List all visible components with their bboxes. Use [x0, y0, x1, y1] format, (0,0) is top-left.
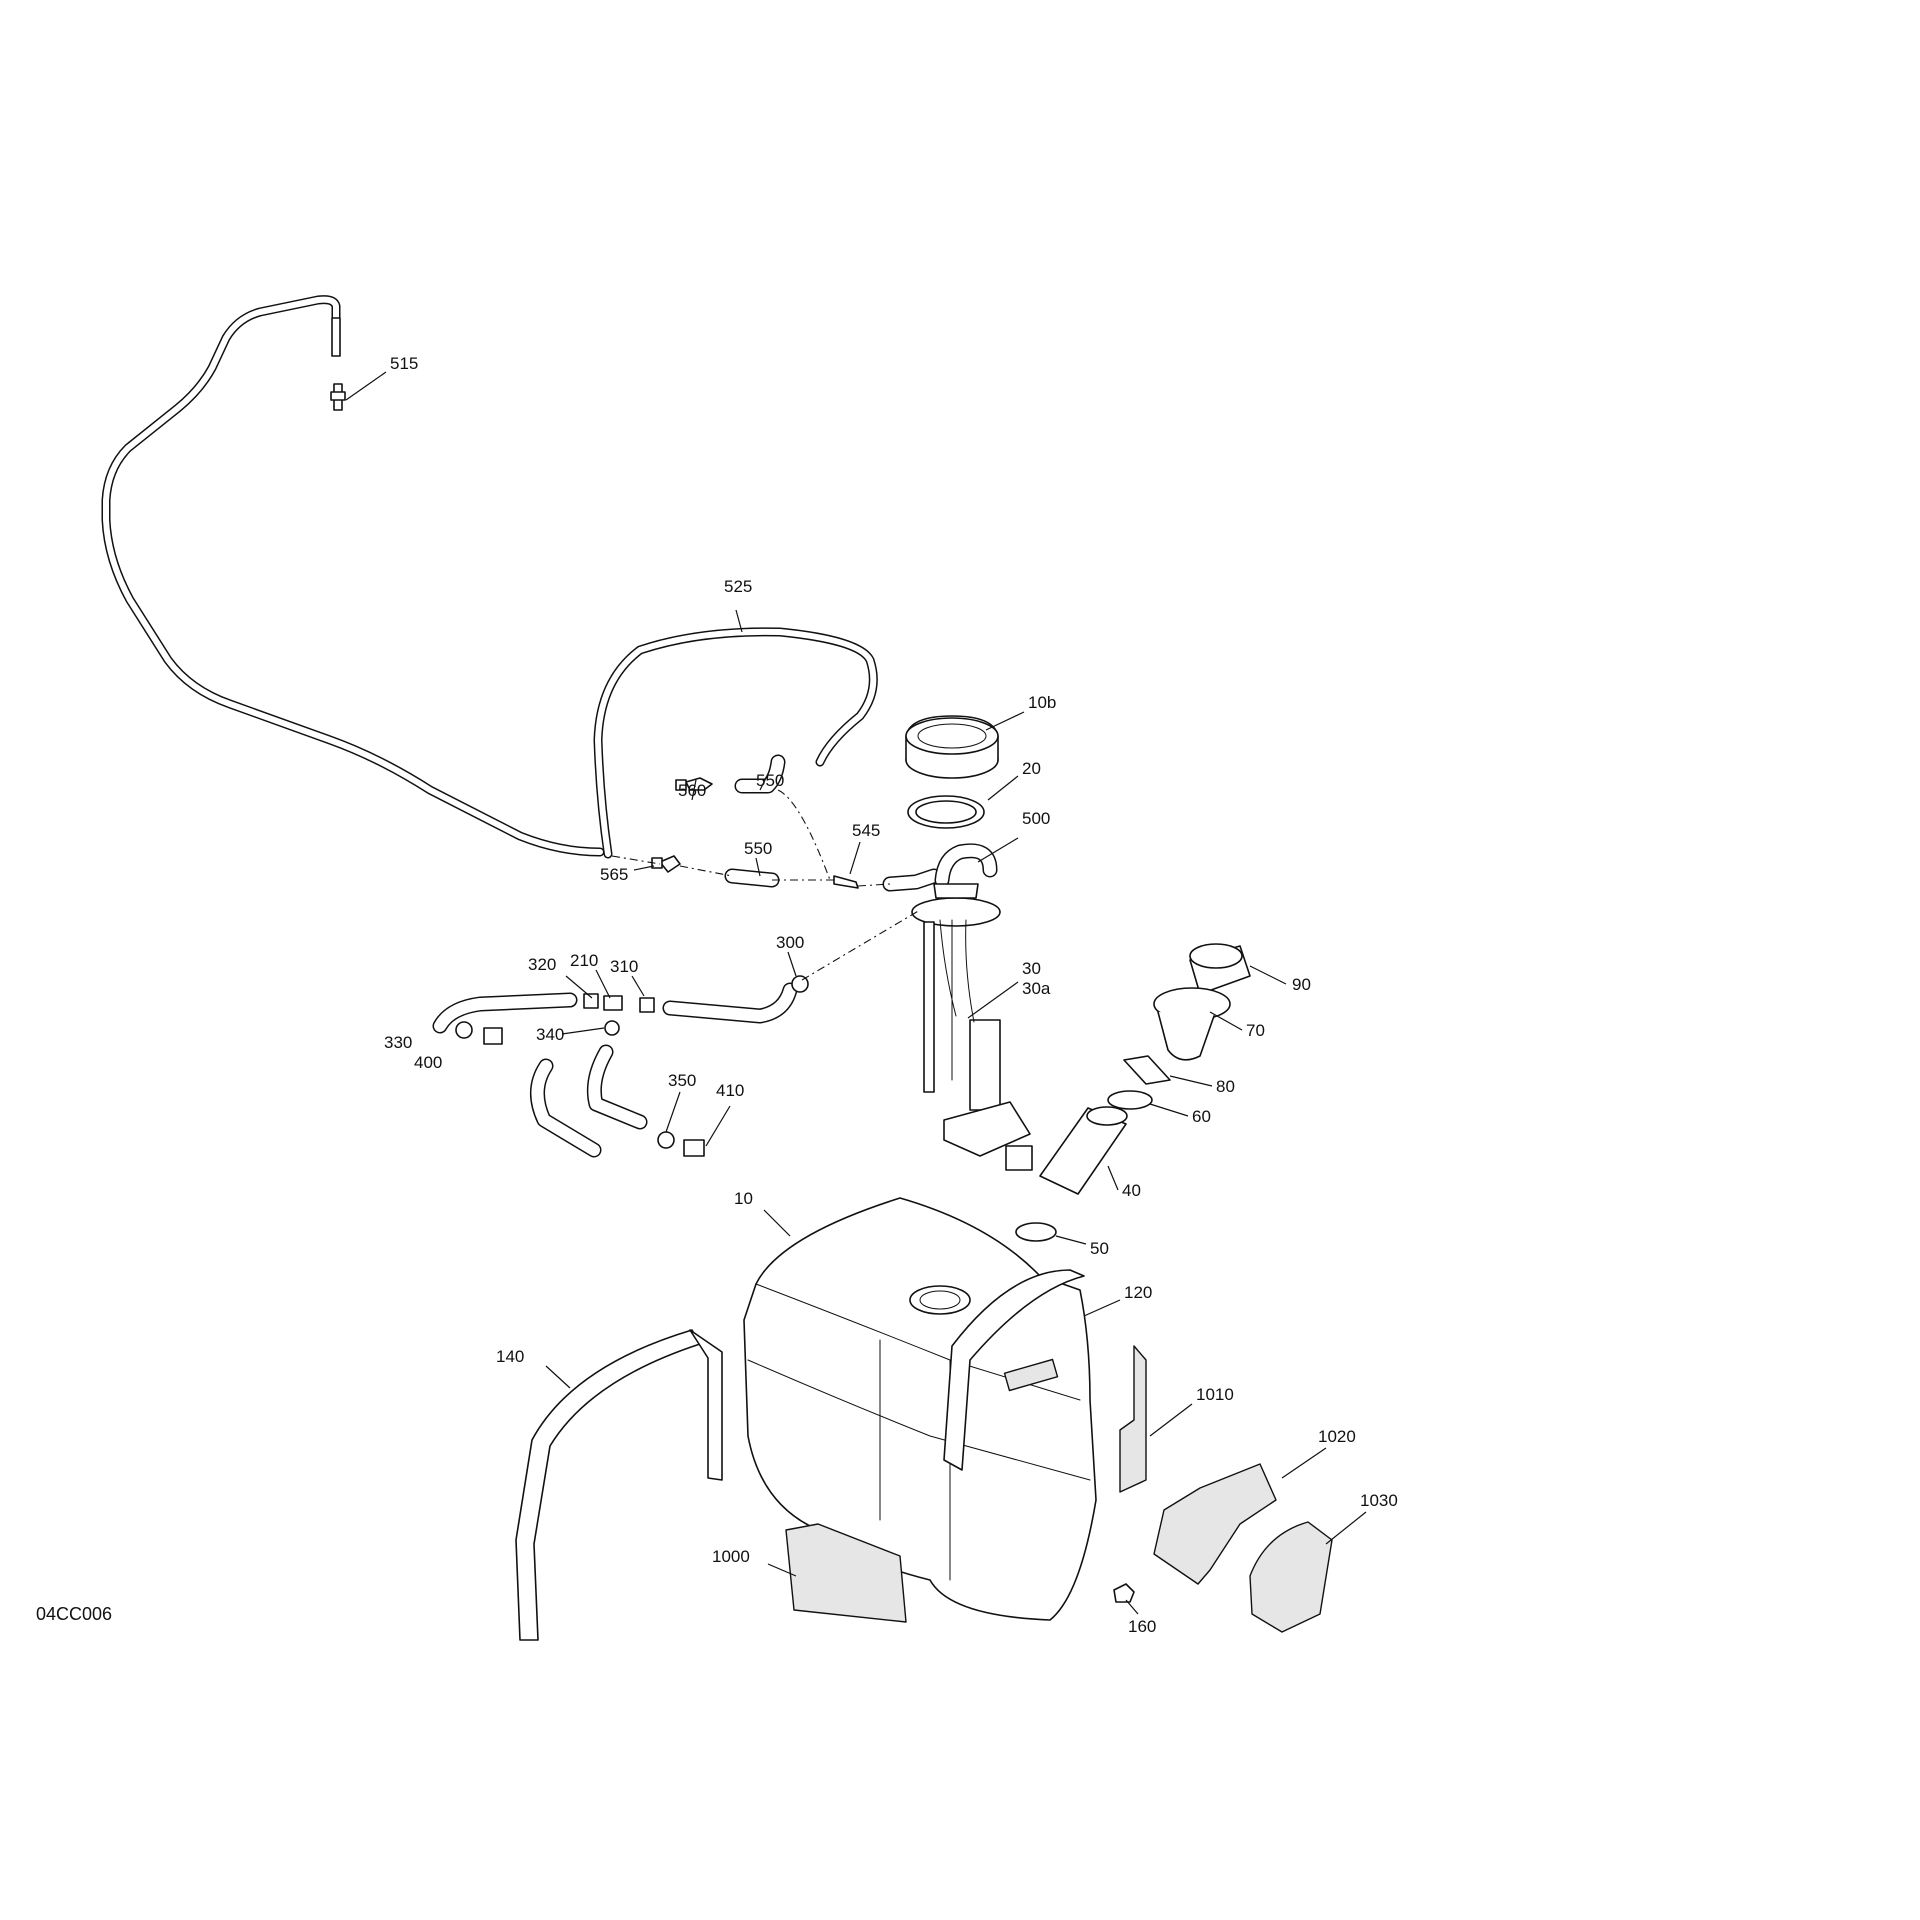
clamp-80 — [1123, 1055, 1171, 1085]
callout-340: 340 — [536, 1025, 564, 1044]
callout-10: 10 — [734, 1189, 753, 1208]
strap-120 — [943, 1269, 1085, 1471]
lock-ring-10b — [905, 715, 999, 779]
fuel-pump-module-30 — [911, 883, 1033, 1171]
callout-30a: 30a — [1022, 979, 1051, 998]
heat-shield-1020 — [1153, 1463, 1277, 1585]
callout-90: 90 — [1292, 975, 1311, 994]
strap-140 — [515, 1329, 723, 1641]
callout-300: 300 — [776, 933, 804, 952]
callout-330: 330 — [384, 1033, 412, 1052]
callout-1030: 1030 — [1360, 1491, 1398, 1510]
callout-410: 410 — [716, 1081, 744, 1100]
callout-120: 120 — [1124, 1283, 1152, 1302]
clamp-50 — [1015, 1222, 1057, 1242]
heat-shield-1000 — [785, 1523, 907, 1623]
callout-160: 160 — [1128, 1617, 1156, 1636]
clamp-60 — [1107, 1090, 1153, 1110]
seal-20 — [907, 795, 985, 829]
callout-210: 210 — [570, 951, 598, 970]
callout-400: 400 — [414, 1053, 442, 1072]
callout-30: 30 — [1022, 959, 1041, 978]
callout-40: 40 — [1122, 1181, 1141, 1200]
callout-1000: 1000 — [712, 1547, 750, 1566]
vent-hose-525 — [593, 627, 878, 859]
nut-160 — [1113, 1583, 1135, 1603]
callout-labels: 515 525 10b 20 560 550 550 545 500 565 3… — [36, 354, 1398, 1636]
fuel-cap-90 — [1189, 943, 1251, 995]
callout-560: 560 — [678, 781, 706, 800]
callout-550-upper: 550 — [756, 771, 784, 790]
callout-500: 500 — [1022, 809, 1050, 828]
leader-lines — [345, 371, 1367, 1615]
callout-70: 70 — [1246, 1021, 1265, 1040]
callout-350: 350 — [668, 1071, 696, 1090]
callout-80: 80 — [1216, 1077, 1235, 1096]
callout-10b: 10b — [1028, 693, 1056, 712]
callout-550-lower: 550 — [744, 839, 772, 858]
vent-line-515 — [101, 295, 605, 857]
callout-140: 140 — [496, 1347, 524, 1366]
callout-565: 565 — [600, 865, 628, 884]
callout-50: 50 — [1090, 1239, 1109, 1258]
callout-515: 515 — [390, 354, 418, 373]
filler-hose-40 — [1039, 1106, 1128, 1195]
vent-fittings — [611, 754, 998, 892]
callout-60: 60 — [1192, 1107, 1211, 1126]
callout-20: 20 — [1022, 759, 1041, 778]
heat-shield-1010 — [1119, 1345, 1147, 1493]
heat-shield-1030 — [1249, 1521, 1333, 1633]
fuel-line-hoses — [432, 909, 921, 1158]
callout-525: 525 — [724, 577, 752, 596]
callout-1020: 1020 — [1318, 1427, 1356, 1446]
callout-545: 545 — [852, 821, 880, 840]
callout-1010: 1010 — [1196, 1385, 1234, 1404]
figure-code: 04CC006 — [36, 1604, 112, 1624]
callout-320: 320 — [528, 955, 556, 974]
callout-310: 310 — [610, 957, 638, 976]
filler-neck-70 — [1153, 987, 1231, 1061]
